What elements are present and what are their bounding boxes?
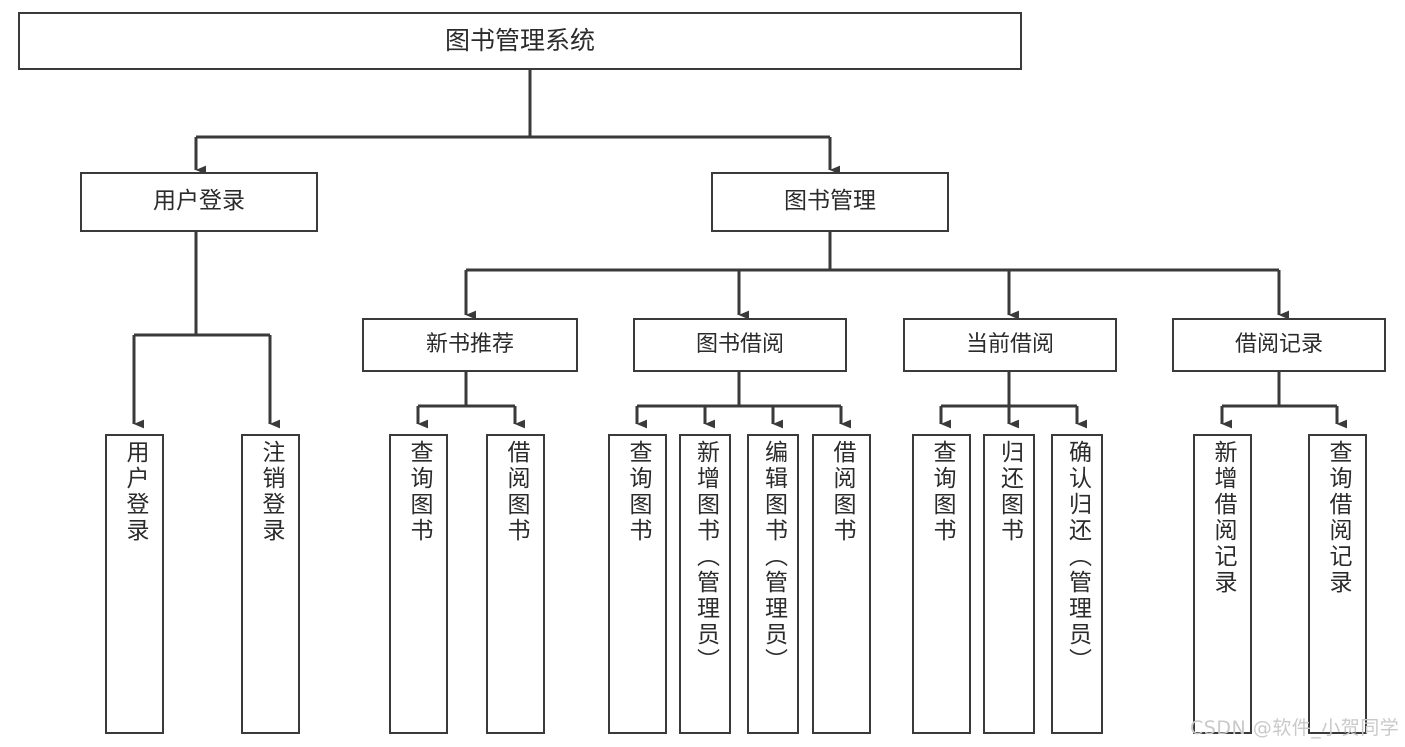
node-label: 用户登录: [122, 440, 148, 544]
node-label: 注销登录: [258, 440, 284, 544]
node-book-borrow[interactable]: 图书借阅: [633, 318, 847, 372]
node-label: 图书管理: [784, 188, 876, 215]
node-leaf-book-borrow-add[interactable]: 新增图书（管理员）: [679, 434, 731, 734]
node-label: 查询图书: [625, 440, 651, 544]
node-label: 归还图书: [996, 440, 1023, 544]
node-leaf-book-borrow-edit[interactable]: 编辑图书（管理员）: [747, 434, 799, 734]
node-user-login[interactable]: 用户登录: [80, 172, 318, 232]
node-leaf-current-borrow-return[interactable]: 归还图书: [983, 434, 1035, 734]
node-leaf-current-borrow-confirm[interactable]: 确认归还（管理员）: [1051, 434, 1103, 734]
node-label: 图书借阅: [695, 332, 784, 358]
node-borrow-record[interactable]: 借阅记录: [1172, 318, 1386, 372]
node-label: 新增图书（管理员）: [692, 440, 719, 674]
node-label: 新增借阅记录: [1210, 440, 1236, 596]
node-label: 借阅图书: [503, 440, 529, 544]
node-label: 当前借阅: [965, 332, 1054, 358]
node-leaf-user-login-signout[interactable]: 注销登录: [241, 434, 300, 734]
node-book-management[interactable]: 图书管理: [711, 172, 949, 232]
watermark-csdn: CSDN @软件_小贺同学: [1190, 717, 1400, 739]
node-label: 查询图书: [929, 440, 955, 544]
node-leaf-borrow-record-query[interactable]: 查询借阅记录: [1308, 434, 1367, 734]
node-root-system[interactable]: 图书管理系统: [18, 12, 1022, 70]
node-leaf-new-book-query[interactable]: 查询图书: [389, 434, 448, 734]
node-label: 借阅记录: [1234, 332, 1323, 358]
node-label: 编辑图书（管理员）: [760, 440, 787, 674]
node-label: 查询借阅记录: [1325, 440, 1351, 596]
node-label: 新书推荐: [425, 332, 514, 358]
node-label: 确认归还（管理员）: [1064, 440, 1091, 674]
node-label: 用户登录: [153, 188, 245, 215]
node-leaf-book-borrow-lend[interactable]: 借阅图书: [812, 434, 871, 734]
node-leaf-current-borrow-query[interactable]: 查询图书: [912, 434, 971, 734]
node-label: 图书管理系统: [444, 26, 595, 56]
node-label: 借阅图书: [829, 440, 855, 544]
node-leaf-borrow-record-add[interactable]: 新增借阅记录: [1193, 434, 1252, 734]
node-leaf-book-borrow-query[interactable]: 查询图书: [608, 434, 667, 734]
node-current-borrow[interactable]: 当前借阅: [903, 318, 1117, 372]
node-leaf-new-book-borrow[interactable]: 借阅图书: [486, 434, 545, 734]
node-new-book-recommend[interactable]: 新书推荐: [362, 318, 578, 372]
node-leaf-user-login-signin[interactable]: 用户登录: [105, 434, 164, 734]
node-label: 查询图书: [406, 440, 432, 544]
